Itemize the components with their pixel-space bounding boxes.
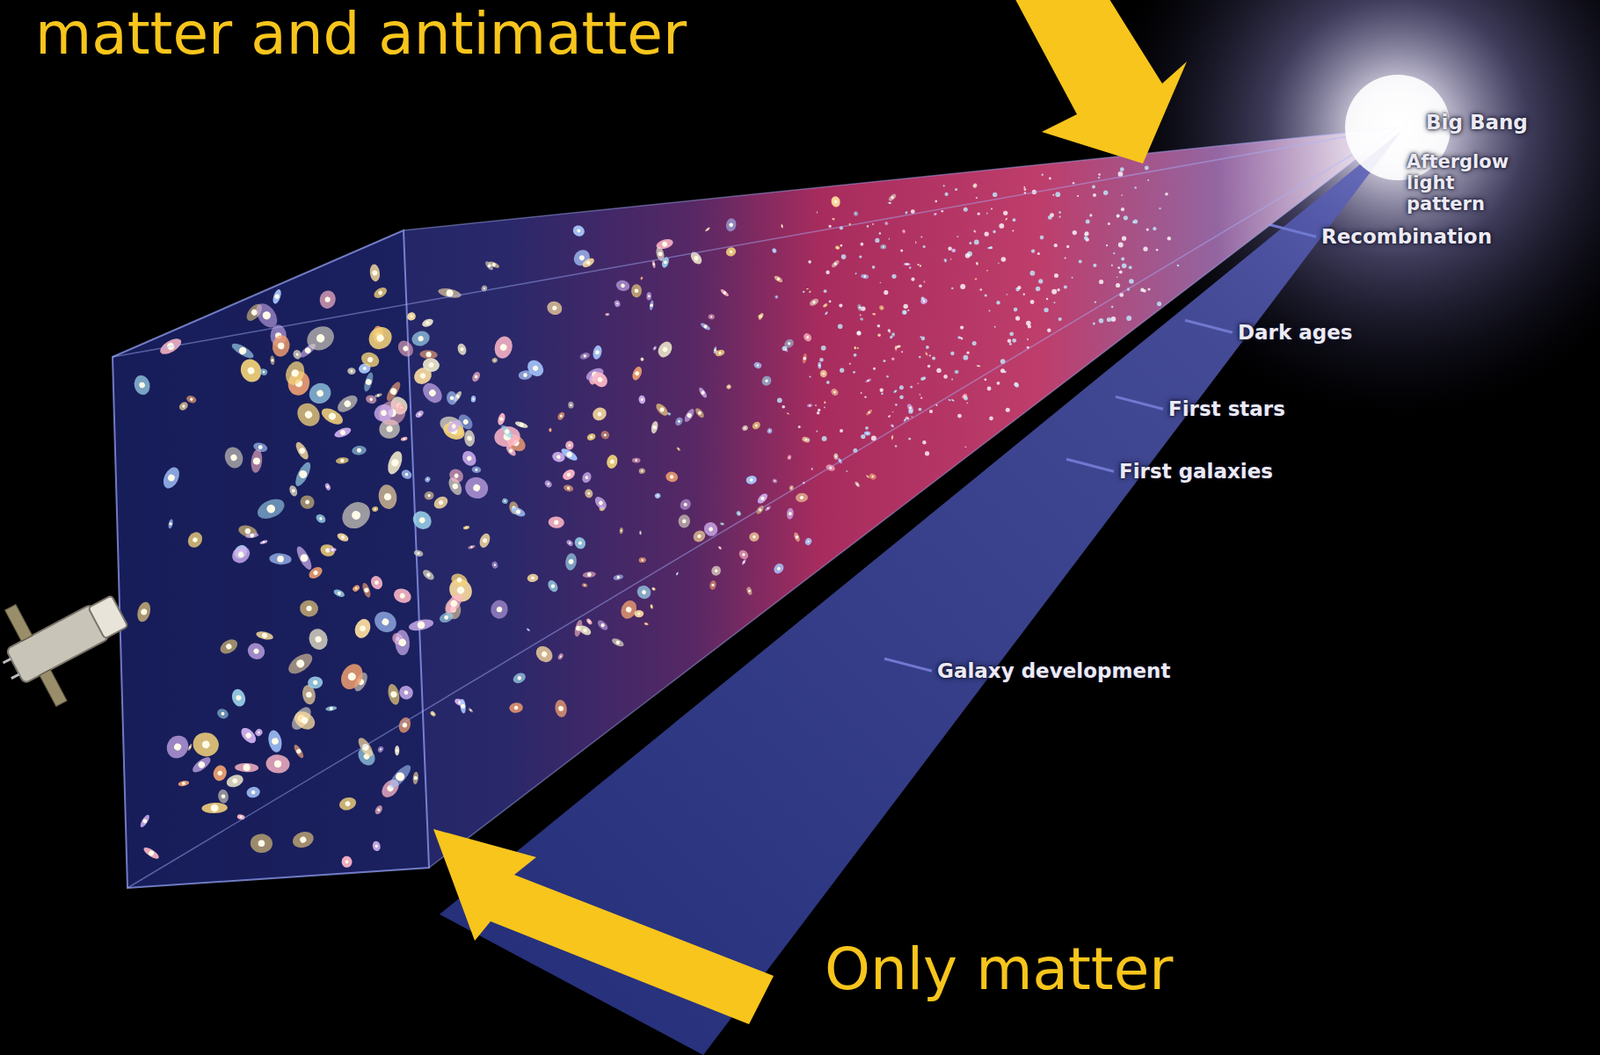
timeline-tick <box>1066 458 1114 472</box>
callout-text: matter and antimatter <box>35 3 687 65</box>
era-label: First stars <box>1168 397 1286 421</box>
era-label: Big Bang <box>1425 110 1528 134</box>
era-label: Recombination <box>1321 225 1492 248</box>
timeline-tick <box>884 658 932 671</box>
callout-text: Only matter <box>824 938 1173 1000</box>
timeline-tick <box>1115 396 1164 409</box>
era-label: Dark ages <box>1237 320 1353 344</box>
era-label: Galaxy development <box>937 659 1171 683</box>
era-label: Afterglow light pattern <box>1406 151 1539 215</box>
timeline-tick <box>1268 224 1317 237</box>
timeline-tick <box>1185 320 1233 333</box>
era-label: First galaxies <box>1119 459 1273 483</box>
